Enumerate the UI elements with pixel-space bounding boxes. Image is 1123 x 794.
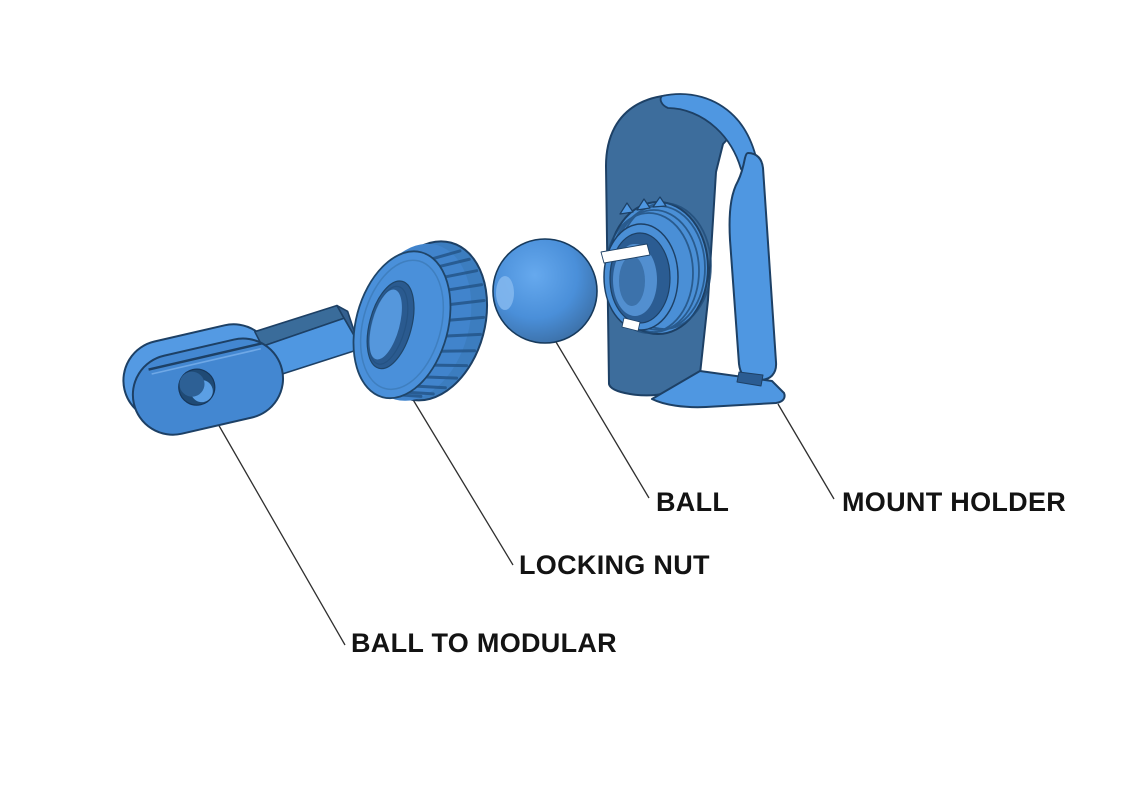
part-ball-to-modular-adapter xyxy=(122,304,359,436)
holder-threaded-boss xyxy=(600,196,712,335)
label-ball-to-modular: BALL TO MODULAR xyxy=(351,628,617,658)
adapter-groove-light xyxy=(151,348,261,375)
label-ball: BALL xyxy=(656,487,730,517)
leader-line-locking-nut xyxy=(411,397,514,566)
label-locking-nut: LOCKING NUT xyxy=(519,550,710,580)
boss-lower-notch xyxy=(621,317,641,332)
leader-line-ball-to-modular xyxy=(209,409,346,646)
part-mount-holder xyxy=(600,93,786,409)
boss-interior-deep xyxy=(619,256,645,306)
leader-lines xyxy=(209,341,835,646)
part-locking-nut xyxy=(352,240,489,402)
nut-face-chamfer xyxy=(359,259,445,391)
leader-line-ball xyxy=(555,341,650,499)
boss-split-slot xyxy=(600,243,651,264)
boss-teeth xyxy=(619,196,667,215)
nut-hole xyxy=(366,280,415,370)
label-mount-holder: MOUNT HOLDER xyxy=(842,487,1067,517)
adapter-hole xyxy=(178,368,216,406)
part-ball xyxy=(492,238,598,344)
leader-line-mount-holder xyxy=(777,403,835,500)
adapter-groove-dark xyxy=(148,342,262,371)
holder-foot-slot xyxy=(736,371,764,387)
holder-right-bar xyxy=(728,152,778,381)
ball-sphere xyxy=(492,238,598,344)
ball-highlight-patch xyxy=(496,276,514,310)
